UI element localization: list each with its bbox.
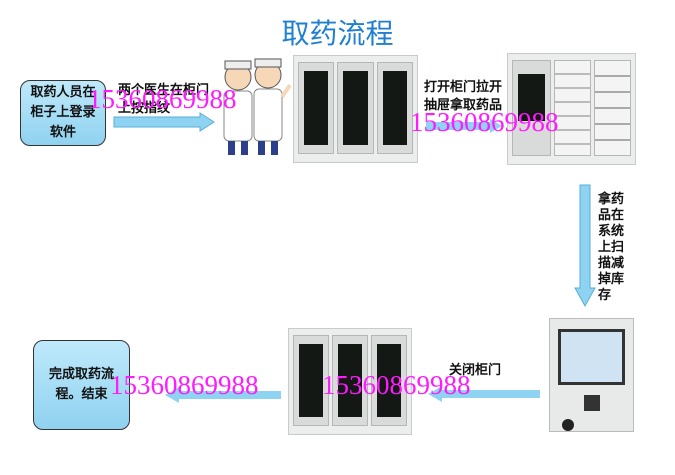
- phone-watermark: 15360869988: [322, 370, 471, 400]
- step-close-label: 关闭柜门: [449, 363, 502, 378]
- arrow-right-1: [113, 112, 215, 132]
- phone-watermark: 15360869988: [410, 107, 559, 137]
- phone-watermark: 15360869988: [110, 370, 259, 400]
- cabinet-closed: [293, 55, 418, 163]
- arrow-down: [574, 184, 596, 308]
- step-fingerprint-label: 两个医生在柜门上按指纹: [118, 83, 210, 116]
- cabinet-open: [507, 53, 636, 165]
- doctors-illustration: [223, 58, 292, 155]
- cabinet-closed-final: [288, 328, 412, 435]
- scanner-kiosk: [549, 318, 634, 432]
- arrow-right-2: [426, 119, 502, 133]
- arrow-left-2: [165, 387, 281, 403]
- step-scan-label: 拿药品在系统上扫描减掉库存: [598, 192, 625, 303]
- step-end-box: 完成取药流程。结束: [33, 340, 130, 430]
- step-open-label: 打开柜门拉开抽屉拿取药品: [424, 80, 503, 113]
- diagram-title: 取药流程: [281, 17, 394, 50]
- step-start-box: 取药人员在柜子上登录软件: [20, 80, 106, 146]
- arrow-left-1: [428, 386, 540, 402]
- phone-watermark: 15360869988: [88, 84, 237, 114]
